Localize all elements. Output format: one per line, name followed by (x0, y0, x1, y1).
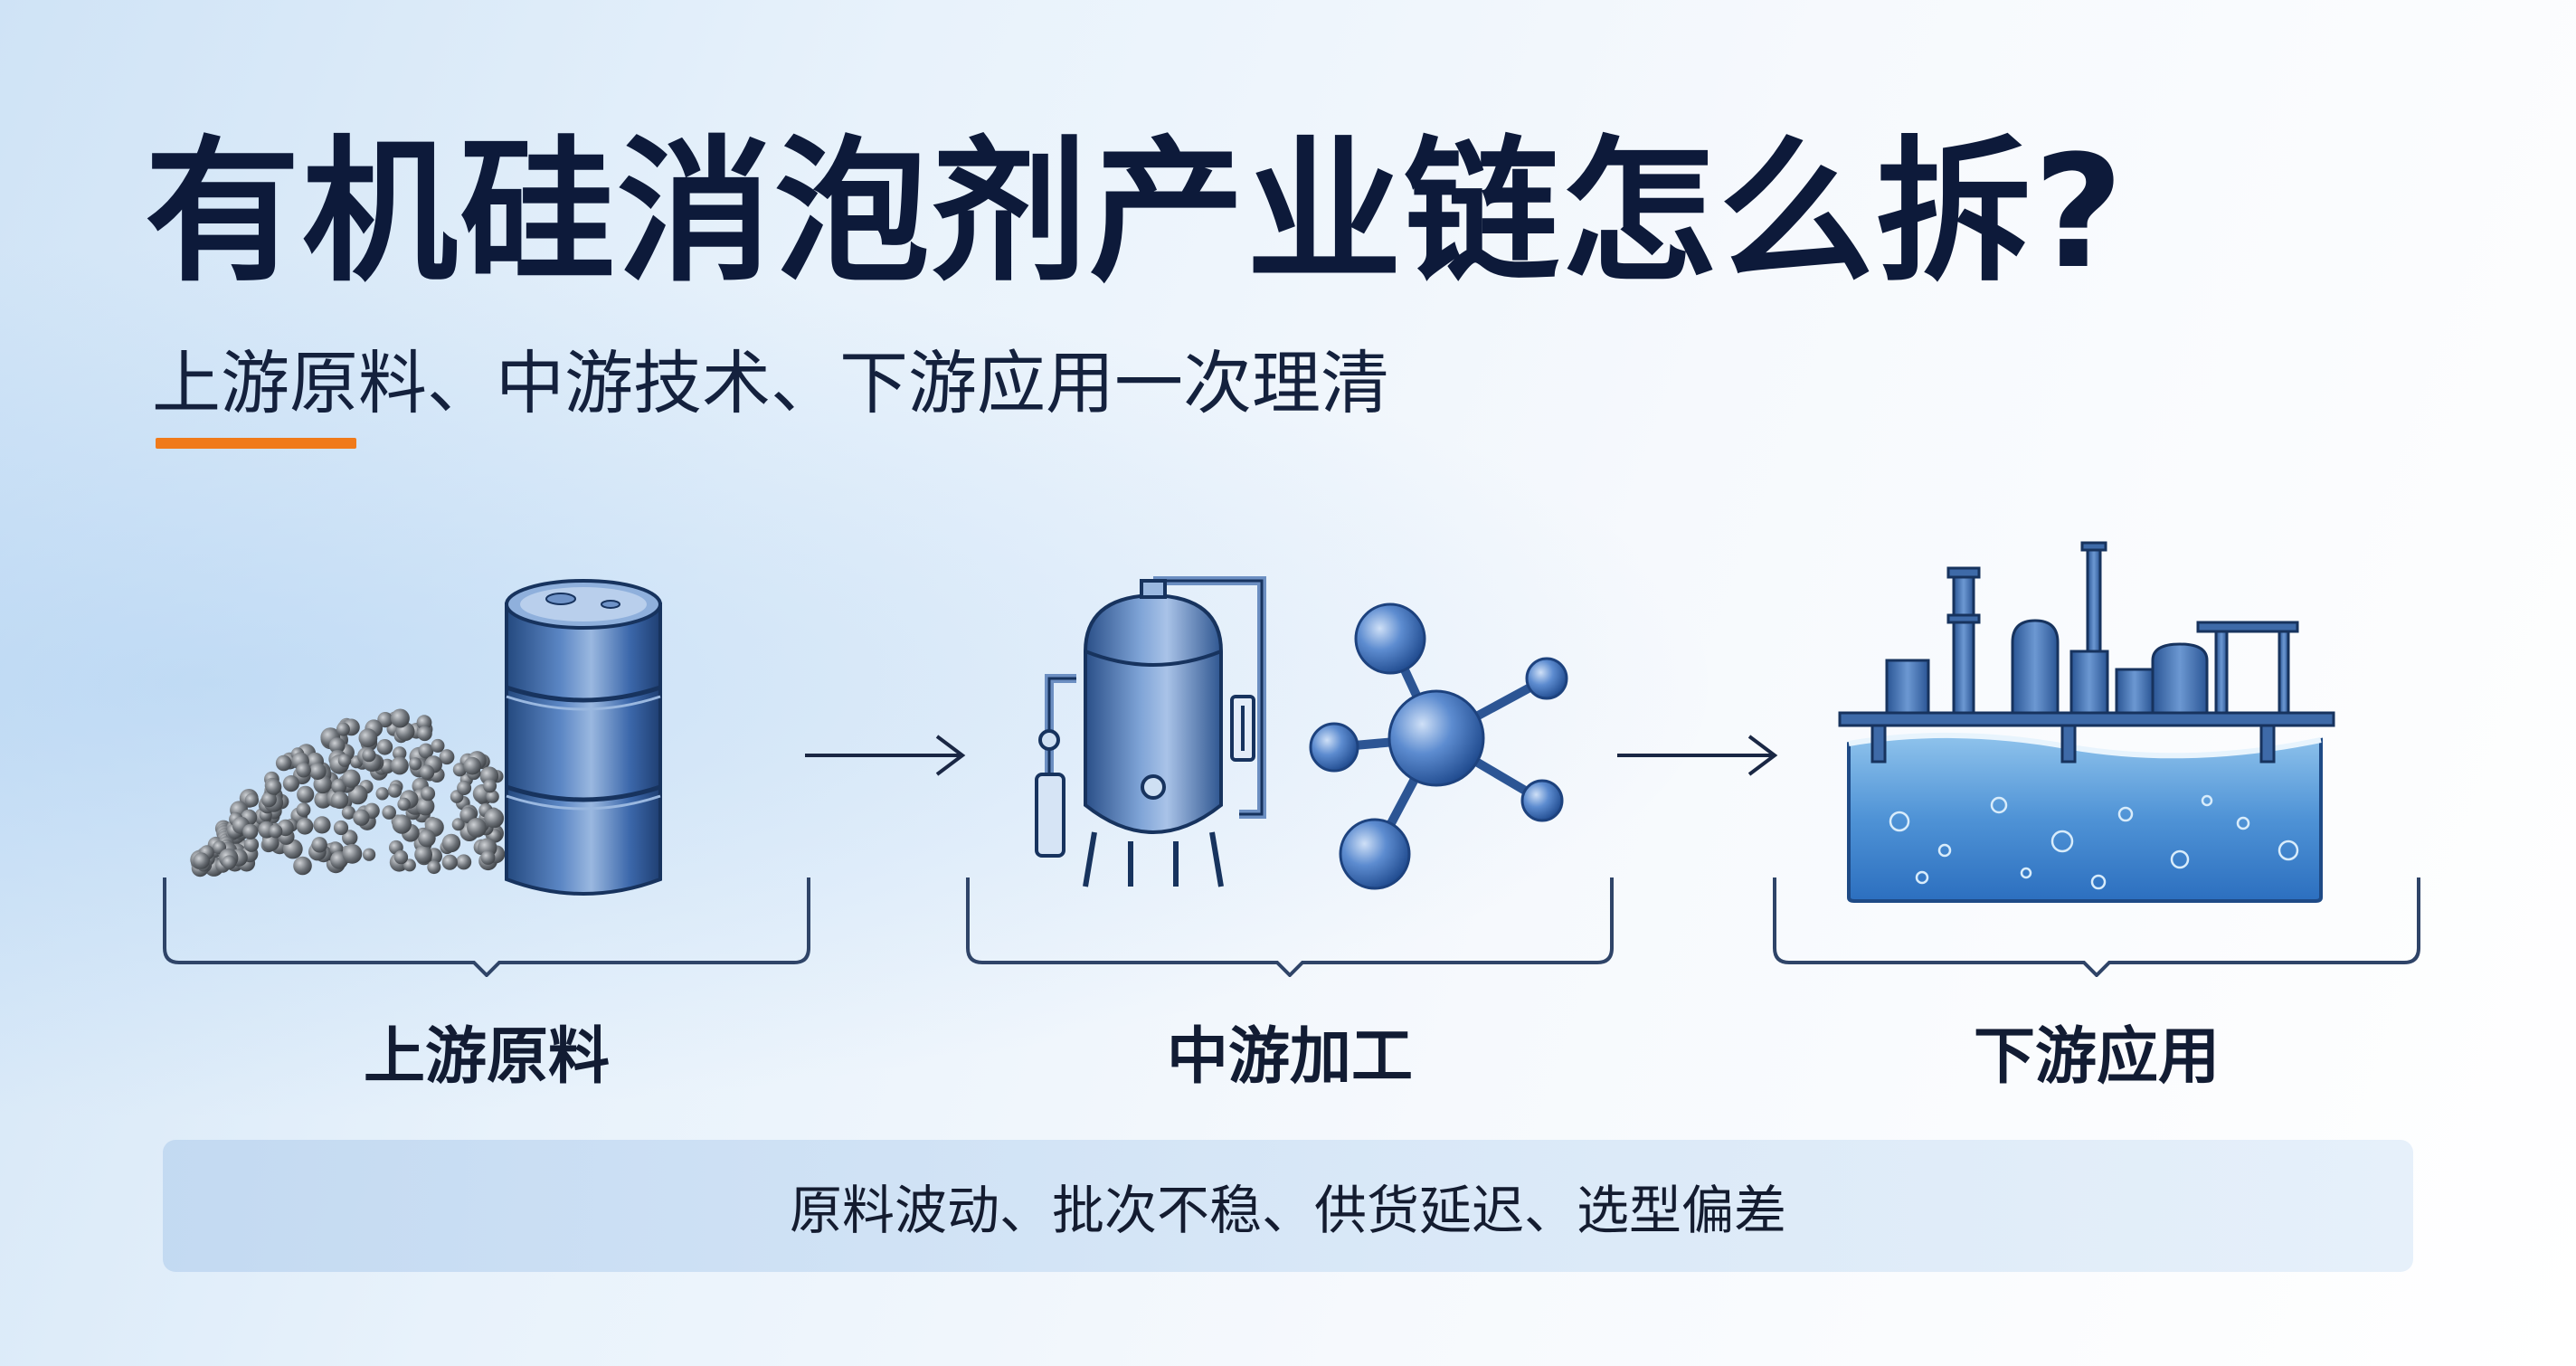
arrow-right-icon-2 (1617, 735, 1778, 776)
granule (409, 757, 422, 771)
granule (342, 843, 363, 864)
granule (416, 715, 432, 731)
granule (417, 726, 432, 742)
granule-pile (190, 708, 506, 877)
granule (337, 754, 352, 767)
granule (330, 791, 349, 810)
granule (293, 856, 312, 876)
water-tank (1847, 732, 2323, 903)
granule (390, 756, 409, 775)
stage-bracket-1 (163, 877, 810, 977)
granule (418, 829, 436, 848)
granule (328, 737, 346, 754)
granule (296, 762, 311, 778)
stage-label-upstream: 上游原料 (363, 1021, 610, 1093)
granule (486, 790, 499, 803)
granule (451, 818, 465, 831)
granule (311, 837, 327, 853)
granule (397, 797, 411, 811)
granule (376, 739, 393, 755)
granule (222, 855, 237, 870)
granule (275, 754, 292, 772)
granule (336, 722, 350, 736)
granule (296, 802, 311, 818)
granule (333, 820, 349, 836)
granule (419, 764, 435, 780)
granule (441, 833, 461, 853)
industrial-plant-water-icon (1838, 541, 2335, 903)
granule (296, 818, 314, 835)
reactor-and-molecule-icon (1035, 576, 1568, 890)
platform-structures (1838, 541, 2335, 764)
granule (382, 805, 396, 820)
granule (342, 830, 358, 846)
granule (269, 824, 283, 839)
granule (393, 746, 407, 761)
granule (341, 805, 355, 820)
granule (342, 769, 361, 788)
granule (387, 783, 402, 798)
granule (313, 816, 331, 834)
granule (421, 786, 436, 802)
granule (480, 850, 496, 865)
granule (353, 809, 370, 826)
granule (484, 808, 505, 829)
stage-bracket-3 (1773, 877, 2420, 977)
granule (362, 748, 376, 763)
granule (452, 763, 467, 777)
page-subtitle: 上游原料、中游技术、下游应用一次理清 (152, 343, 1389, 423)
molecule-icon (1309, 602, 1568, 890)
reactor-tank (1035, 576, 1266, 887)
barrel (505, 579, 662, 896)
arrow-right-icon-1 (805, 735, 966, 776)
granule (358, 728, 378, 748)
stage-label-midstream: 中游加工 (1166, 1021, 1413, 1093)
granule (308, 763, 327, 780)
risk-note-text: 原料波动、批次不稳、供货延迟、选型偏差 (789, 1180, 1786, 1241)
granule (416, 797, 435, 816)
barrel-and-granules-icon (190, 579, 662, 896)
granule (463, 756, 481, 775)
accent-underline (156, 438, 356, 449)
granule (282, 775, 299, 792)
granule (418, 743, 434, 759)
granule (457, 781, 472, 795)
risk-note-bar: 原料波动、批次不稳、供货延迟、选型偏差 (163, 1140, 2413, 1272)
granule (363, 848, 376, 861)
granule (260, 792, 277, 808)
granule (242, 823, 259, 840)
granule (390, 708, 410, 728)
granule (377, 712, 393, 728)
granule (392, 814, 412, 834)
page-title: 有机硅消泡剂产业链怎么拆? (145, 121, 2126, 303)
granule (414, 845, 432, 864)
granule (261, 834, 279, 851)
granule (467, 818, 487, 838)
granule (243, 837, 260, 852)
stage-label-downstream: 下游应用 (1973, 1021, 2220, 1093)
granule (193, 852, 210, 869)
granule (265, 778, 282, 795)
granule (297, 785, 315, 803)
granule (427, 860, 441, 875)
granule (375, 787, 389, 801)
granule (402, 858, 416, 872)
granule (439, 749, 455, 765)
granule (244, 792, 259, 808)
granule (393, 849, 409, 865)
granule (441, 854, 458, 870)
granule (431, 738, 445, 753)
stage-bracket-2 (966, 877, 1614, 977)
granule (483, 779, 497, 793)
granule (456, 854, 472, 870)
